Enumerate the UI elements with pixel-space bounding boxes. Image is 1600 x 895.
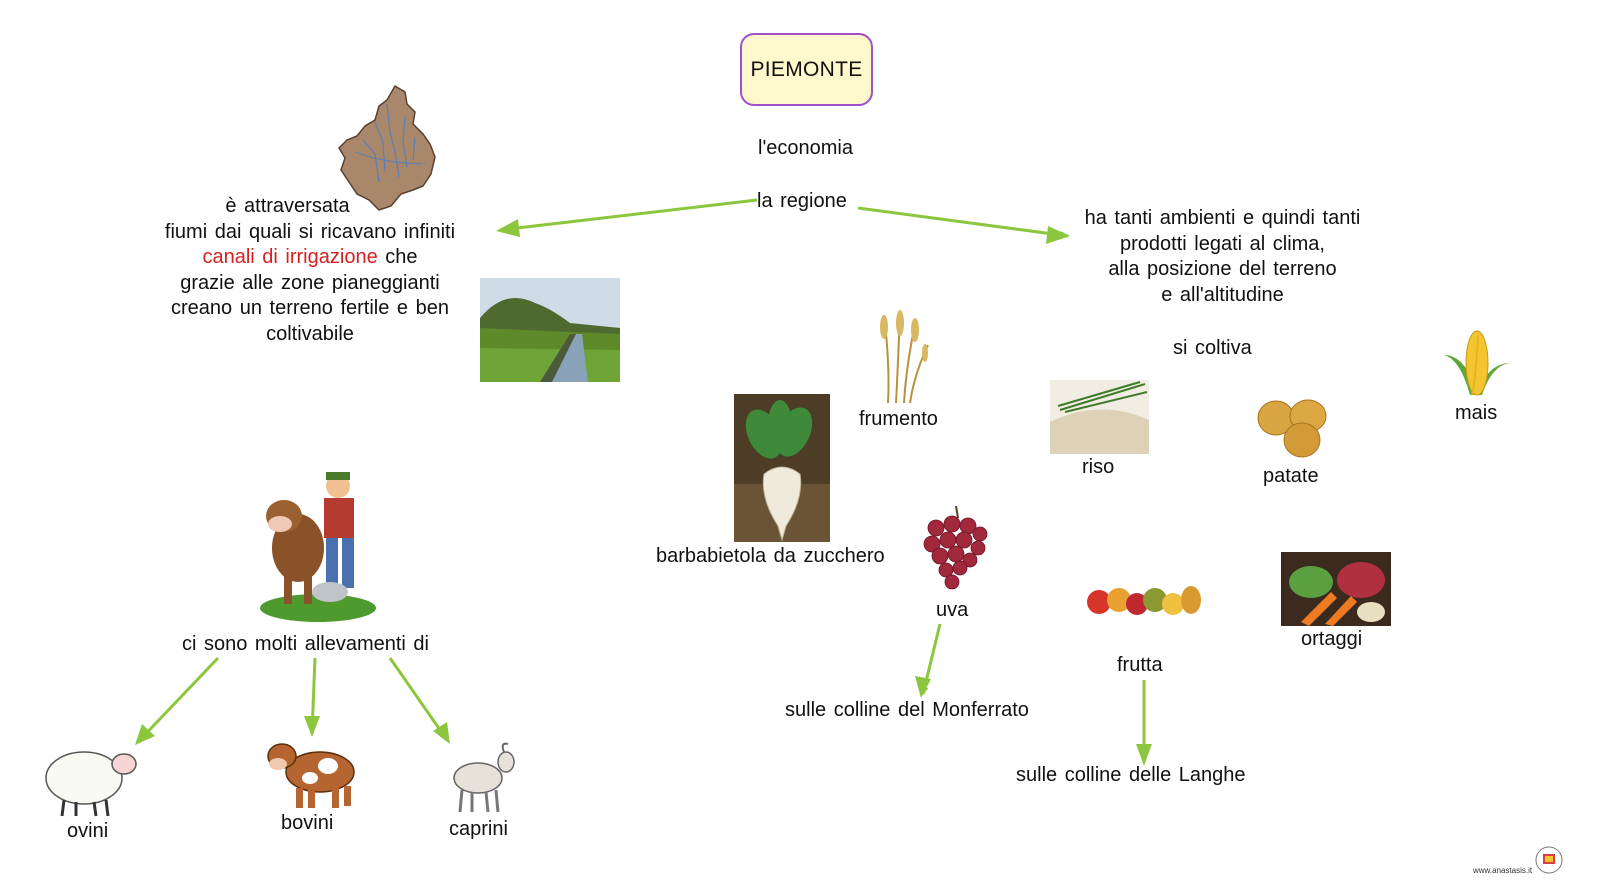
left-line-1: è attraversata: [225, 195, 350, 217]
ovini-label: ovini: [67, 820, 109, 842]
left-line-5: creano un terreno fertile e ben: [171, 297, 449, 319]
fruit-photo: [1085, 580, 1203, 618]
mais-label: mais: [1455, 402, 1498, 424]
bovini-label: bovini: [281, 812, 334, 834]
left-line-3: canali di irrigazione che: [150, 245, 470, 271]
arrow-regione-right: [857, 206, 1069, 240]
arrowhead-bovini: [304, 716, 320, 737]
frumento-label: frumento: [859, 408, 938, 430]
right-line-1: ha tanti ambienti e quindi tanti: [1084, 207, 1361, 229]
title-text: PIEMONTE: [750, 57, 863, 81]
cow-icon: [267, 743, 355, 808]
arrowhead-caprini: [433, 722, 450, 744]
goat-icon: [453, 742, 515, 813]
arrowhead-ovini: [135, 724, 155, 745]
sheep-icon: [45, 751, 137, 817]
allevamenti-label: ci sono molti allevamenti di: [182, 633, 429, 655]
sugar-beet-photo: [734, 394, 830, 542]
uva-label: uva: [936, 599, 969, 621]
arrowhead-left: [496, 219, 520, 237]
caprini-label: caprini: [449, 818, 508, 840]
piemonte-map-icon: [338, 84, 436, 211]
left-line-4: grazie alle zone pianeggianti: [180, 271, 440, 294]
left-line-3-rest: che: [377, 246, 418, 268]
riso-label: riso: [1082, 456, 1115, 478]
rice-photo: [1050, 380, 1149, 454]
grapes-icon: [923, 506, 988, 590]
left-line-6: coltivabile: [266, 322, 354, 345]
anastasis-logo-icon: [1535, 846, 1563, 874]
economia-label: l'economia: [758, 137, 853, 159]
langhe-label: sulle colline delle Langhe: [1016, 764, 1246, 786]
canal-photo: [480, 278, 620, 382]
arrowhead-langhe: [1136, 744, 1152, 766]
ortaggi-label: ortaggi: [1301, 628, 1363, 650]
arrow-regione-left: [499, 198, 758, 234]
si-coltiva-label: si coltiva: [1173, 337, 1252, 359]
corn-icon: [1444, 330, 1510, 396]
left-line-2: fiumi dai quali si ricavano infiniti: [164, 220, 456, 243]
arrow-caprini: [388, 657, 449, 741]
arrowhead-monferrato: [915, 676, 931, 698]
patate-label: patate: [1263, 465, 1319, 487]
farmer-cow-icon: [260, 472, 376, 622]
right-line-3: alla posizione del terreno: [1108, 258, 1337, 280]
right-line-2: prodotti legati al clima,: [1120, 232, 1325, 255]
title-node: PIEMONTE: [740, 33, 873, 106]
barbabietola-label: barbabietola da zucchero: [656, 545, 885, 567]
regione-label: la regione: [757, 190, 847, 212]
footer-url[interactable]: www.anastasis.it: [1473, 866, 1533, 875]
right-branch-text: ha tanti ambienti e quindi tanti prodott…: [1065, 206, 1380, 308]
frutta-label: frutta: [1117, 654, 1163, 676]
wheat-icon: [880, 310, 929, 404]
left-branch-text: è attraversata fiumi dai quali si ricava…: [150, 194, 470, 347]
arrow-ovini: [136, 656, 220, 744]
arrowhead-right: [1046, 226, 1070, 244]
irrigation-highlight: canali di irrigazione: [202, 246, 378, 268]
vegetables-photo: [1281, 552, 1391, 626]
monferrato-label: sulle colline del Monferrato: [785, 699, 1029, 721]
potatoes-icon: [1257, 399, 1327, 458]
right-line-4: e all'altitudine: [1161, 283, 1284, 306]
